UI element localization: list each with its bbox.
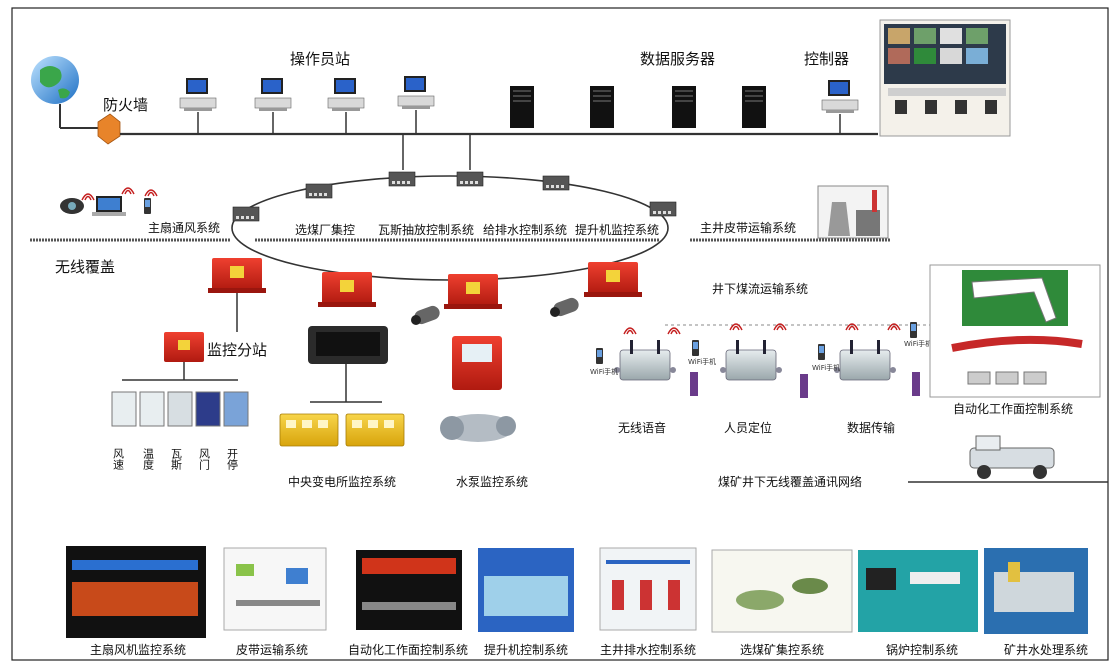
central-substation-label: 中央变电所监控系统 bbox=[288, 474, 396, 489]
wireless-voice-label: 无线语音 bbox=[618, 420, 666, 435]
phone-icon bbox=[818, 344, 825, 360]
server-icon bbox=[590, 86, 614, 128]
pump-icon bbox=[440, 414, 516, 442]
automation-face-image bbox=[929, 264, 1101, 398]
sensor-label: 瓦斯 bbox=[170, 448, 183, 471]
ring-switch-icon bbox=[388, 171, 416, 187]
bottom-label: 提升机控制系统 bbox=[484, 642, 568, 657]
ring-label-main-belt: 主井皮带运输系统 bbox=[700, 220, 796, 235]
bottom-label: 自动化工作面控制系统 bbox=[348, 643, 468, 657]
camera-icon bbox=[550, 297, 579, 317]
monitor-substation-box bbox=[164, 332, 204, 362]
internet-globe-icon bbox=[31, 56, 79, 104]
wifi-icon bbox=[144, 189, 158, 197]
operator-pc-icon bbox=[179, 77, 217, 112]
operator-pc-icon bbox=[397, 75, 435, 110]
tag-reader-icon bbox=[690, 372, 920, 398]
wifi-phone-label: WiFi手机 bbox=[904, 339, 932, 348]
control-room-image bbox=[879, 19, 1011, 137]
ring-label-hoist: 提升机监控系统 bbox=[575, 222, 659, 237]
data-server-label: 数据服务器 bbox=[640, 50, 715, 68]
ring-switch-icon bbox=[232, 206, 260, 222]
server-icon bbox=[672, 86, 696, 128]
phone-icon bbox=[910, 322, 917, 338]
bottom-label: 选煤矿集控系统 bbox=[740, 642, 824, 657]
controller-pc-icon bbox=[821, 79, 859, 114]
thumbnail-coal-prep bbox=[711, 549, 853, 633]
thumbnail-belt bbox=[223, 547, 327, 631]
ring-label-water-supply: 给排水控制系统 bbox=[483, 223, 567, 237]
server-icon bbox=[510, 86, 534, 128]
outer-frame bbox=[11, 7, 1109, 661]
mining-vehicle-icon bbox=[969, 435, 1055, 479]
wifi-icon bbox=[121, 187, 135, 195]
wifi-icon bbox=[667, 327, 681, 335]
pump-system-label: 水泵监控系统 bbox=[456, 475, 528, 489]
yellow-switchgear-box bbox=[279, 413, 339, 447]
wifi-phone-label: WiFi手机 bbox=[590, 367, 618, 376]
ring-label-main-fan: 主扇通风系统 bbox=[148, 220, 220, 235]
thumbnail-hoist bbox=[478, 548, 574, 632]
yellow-switchgear-box bbox=[345, 413, 405, 447]
ring-label-gas-drainage: 瓦斯抽放控制系统 bbox=[378, 222, 474, 237]
data-transmission-label: 数据传输 bbox=[847, 420, 895, 435]
camera-icon bbox=[411, 305, 440, 325]
wireless-coverage-label: 无线覆盖 bbox=[55, 258, 115, 276]
sensor-label: 风速 bbox=[112, 448, 125, 470]
operator-pc-icon bbox=[254, 77, 292, 112]
ring-switch-icon bbox=[456, 171, 484, 187]
firewall-icon bbox=[97, 113, 121, 145]
bottom-label: 矿井水处理系统 bbox=[1004, 643, 1088, 657]
pump-control-cabinet bbox=[452, 336, 502, 390]
personnel-positioning-label: 人员定位 bbox=[724, 420, 772, 435]
phone-icon bbox=[596, 348, 603, 364]
ring-switch-icon bbox=[649, 201, 677, 217]
bottom-label: 主扇风机监控系统 bbox=[90, 642, 186, 657]
red-substation-box bbox=[584, 262, 642, 297]
sensor-labels: 风速 温度 瓦斯 风门 开停 bbox=[112, 448, 239, 471]
wifi-icon bbox=[81, 193, 95, 201]
ring-label-coal-prep: 选煤厂集控 bbox=[295, 222, 355, 237]
wifi-icon bbox=[623, 327, 637, 335]
bottom-label: 锅炉控制系统 bbox=[886, 642, 958, 657]
transformer-icon bbox=[308, 326, 388, 364]
ring-switch-icon bbox=[305, 183, 333, 199]
red-substation-box bbox=[208, 258, 266, 293]
thumbnail-main-fan bbox=[66, 546, 206, 638]
camera-icon bbox=[60, 198, 84, 214]
wireless-ap-box bbox=[833, 339, 897, 381]
bottom-label: 皮带运输系统 bbox=[236, 642, 308, 657]
wifi-phone-label: WiFi手机 bbox=[688, 357, 716, 366]
thumbnail-water-treatment bbox=[984, 548, 1088, 634]
sensor-label: 风门 bbox=[198, 448, 211, 471]
power-plant-icon bbox=[817, 185, 889, 239]
phone-icon bbox=[692, 340, 699, 356]
thumbnail-drainage bbox=[599, 547, 697, 631]
ring-switch-icon bbox=[542, 175, 570, 191]
firewall-label: 防火墙 bbox=[103, 96, 148, 114]
sensor-label: 开停 bbox=[226, 448, 239, 471]
operator-station-label: 操作员站 bbox=[290, 50, 350, 68]
server-icon bbox=[742, 86, 766, 128]
controller-label: 控制器 bbox=[804, 50, 849, 68]
wireless-ap-box bbox=[613, 339, 677, 381]
phone-icon bbox=[144, 198, 151, 214]
wireless-network-label: 煤矿井下无线覆盖通讯网络 bbox=[718, 474, 862, 489]
wireless-ap-box bbox=[719, 339, 783, 381]
thumbnail-boiler bbox=[858, 550, 978, 632]
laptop-icon bbox=[92, 196, 126, 216]
operator-pc-icon bbox=[327, 77, 365, 112]
red-substation-box bbox=[444, 274, 502, 309]
sensor-label: 温度 bbox=[142, 448, 155, 471]
red-substation-box bbox=[318, 272, 376, 307]
thumbnail-automation bbox=[356, 550, 462, 630]
wifi-phone-label: WiFi手机 bbox=[812, 363, 840, 372]
automation-face-label: 自动化工作面控制系统 bbox=[953, 402, 1073, 416]
bottom-label: 主井排水控制系统 bbox=[600, 643, 696, 657]
sensor-row bbox=[111, 391, 249, 427]
monitor-substation-label: 监控分站 bbox=[207, 341, 267, 359]
coal-transport-label: 井下煤流运输系统 bbox=[712, 281, 808, 296]
